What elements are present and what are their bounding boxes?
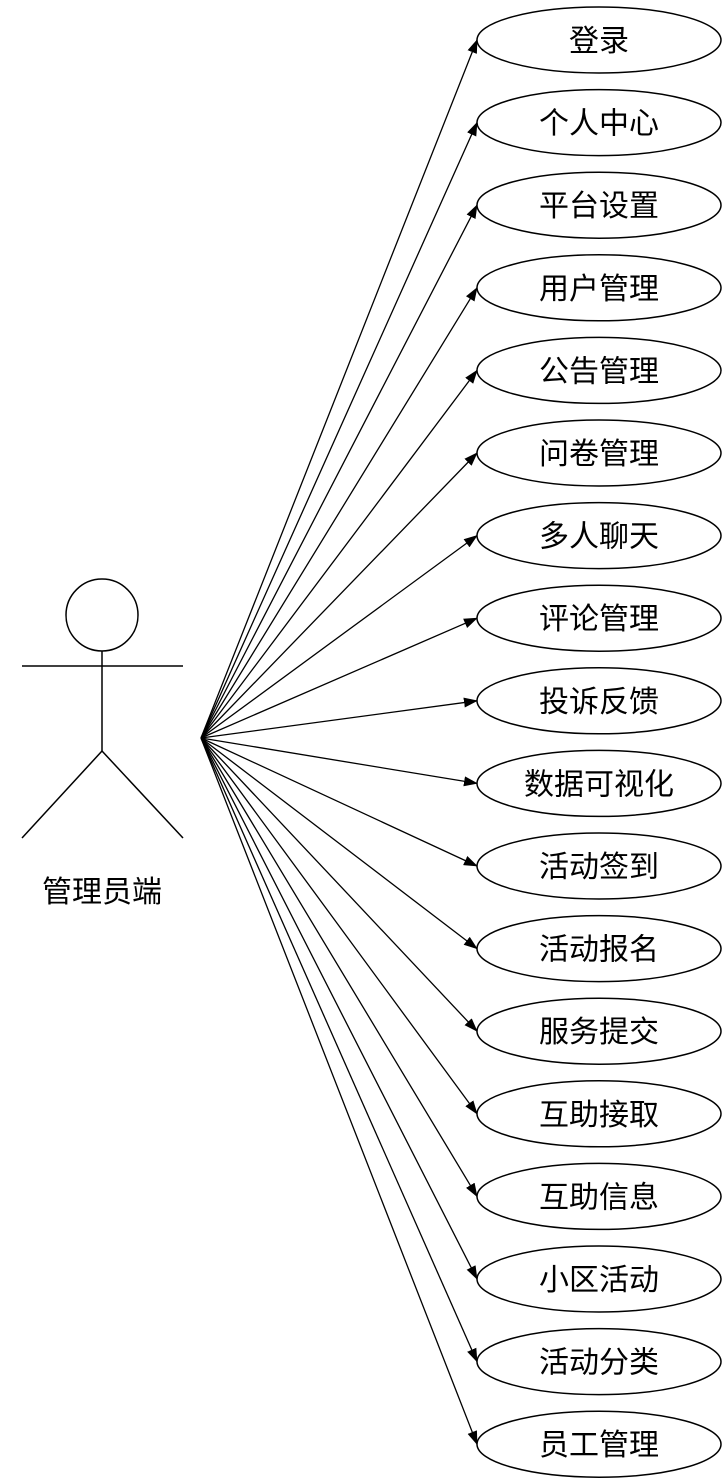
association-arrow <box>200 737 478 1032</box>
association-arrow <box>200 369 478 739</box>
actor-label: 管理员端 <box>42 875 162 910</box>
use-case-label: 平台设置 <box>539 189 659 224</box>
association-arrow <box>200 737 478 1363</box>
use-case-ellipse <box>476 254 722 322</box>
use-case-label: 个人中心 <box>539 107 659 142</box>
use-case-ellipse <box>476 171 722 239</box>
use-case-ellipse <box>476 749 722 818</box>
use-case-ellipse <box>476 6 722 74</box>
association-arrow <box>200 121 478 739</box>
use-case-ellipse <box>476 914 722 983</box>
use-case: 员工管理 <box>476 1410 722 1478</box>
use-case: 登录 <box>476 6 722 74</box>
use-case-ellipse <box>476 1245 722 1313</box>
use-case-label: 员工管理 <box>539 1428 659 1463</box>
actor: 管理员端 <box>21 578 184 910</box>
association-arrow <box>200 39 478 739</box>
actor-right-leg <box>101 750 184 839</box>
use-case-label: 问卷管理 <box>539 437 659 472</box>
use-case: 平台设置 <box>476 171 722 239</box>
actor-head <box>65 578 139 652</box>
association-arrows <box>200 39 478 1446</box>
association-arrow <box>200 737 478 1446</box>
use-case: 互助信息 <box>476 1162 722 1231</box>
use-case: 活动报名 <box>476 914 722 983</box>
association-arrow <box>200 737 478 1198</box>
use-case: 用户管理 <box>476 254 722 322</box>
use-case-ellipse <box>476 667 722 735</box>
association-arrow <box>200 737 478 950</box>
use-case-ellipse <box>476 501 722 570</box>
use-case: 评论管理 <box>476 584 722 652</box>
use-case-label: 活动报名 <box>539 933 659 968</box>
use-case: 投诉反馈 <box>476 667 722 735</box>
use-case-label: 投诉反馈 <box>539 685 659 720</box>
use-case-ellipse <box>476 88 722 157</box>
use-case: 互助接取 <box>476 1080 722 1148</box>
association-arrow <box>200 286 478 739</box>
use-case-label: 用户管理 <box>539 272 659 307</box>
use-case-label: 公告管理 <box>539 354 659 389</box>
use-case-label: 服务提交 <box>539 1015 659 1050</box>
association-arrow <box>200 737 478 787</box>
actor-left-leg <box>21 750 103 839</box>
association-arrow <box>200 204 478 739</box>
use-case-label: 多人聊天 <box>539 520 659 555</box>
use-case-label: 评论管理 <box>539 602 659 637</box>
use-case-label: 登录 <box>569 24 629 59</box>
use-case-label: 互助接取 <box>539 1098 659 1133</box>
use-case-ellipse <box>476 1327 722 1396</box>
use-case-list: 登录个人中心平台设置用户管理公告管理问卷管理多人聊天评论管理投诉反馈数据可视化活… <box>476 6 722 1478</box>
use-case-label: 数据可视化 <box>524 767 674 802</box>
association-arrow <box>200 737 478 1115</box>
use-case: 数据可视化 <box>476 749 722 818</box>
use-case: 问卷管理 <box>476 419 722 487</box>
use-case-ellipse <box>476 1410 722 1478</box>
association-arrow <box>200 737 478 1280</box>
use-case: 个人中心 <box>476 88 722 157</box>
use-case: 活动签到 <box>476 832 722 900</box>
use-case-ellipse <box>476 1080 722 1148</box>
use-case: 小区活动 <box>476 1245 722 1313</box>
use-case-ellipse <box>476 832 722 900</box>
use-case-ellipse <box>476 997 722 1065</box>
association-arrow <box>200 737 478 867</box>
association-arrow <box>200 452 478 739</box>
association-arrow <box>200 617 478 739</box>
use-case: 活动分类 <box>476 1327 722 1396</box>
use-case-ellipse <box>476 584 722 652</box>
use-case-ellipse <box>476 419 722 487</box>
use-case-label: 活动分类 <box>539 1346 659 1381</box>
association-arrow <box>200 697 478 739</box>
use-case: 公告管理 <box>476 336 722 405</box>
use-case-ellipse <box>476 1162 722 1231</box>
use-case-label: 互助信息 <box>539 1180 659 1215</box>
use-case-label: 活动签到 <box>539 850 659 885</box>
association-arrow <box>200 535 478 739</box>
use-case-ellipse <box>476 336 722 405</box>
use-case-label: 小区活动 <box>539 1263 659 1298</box>
use-case: 服务提交 <box>476 997 722 1065</box>
use-case: 多人聊天 <box>476 501 722 570</box>
